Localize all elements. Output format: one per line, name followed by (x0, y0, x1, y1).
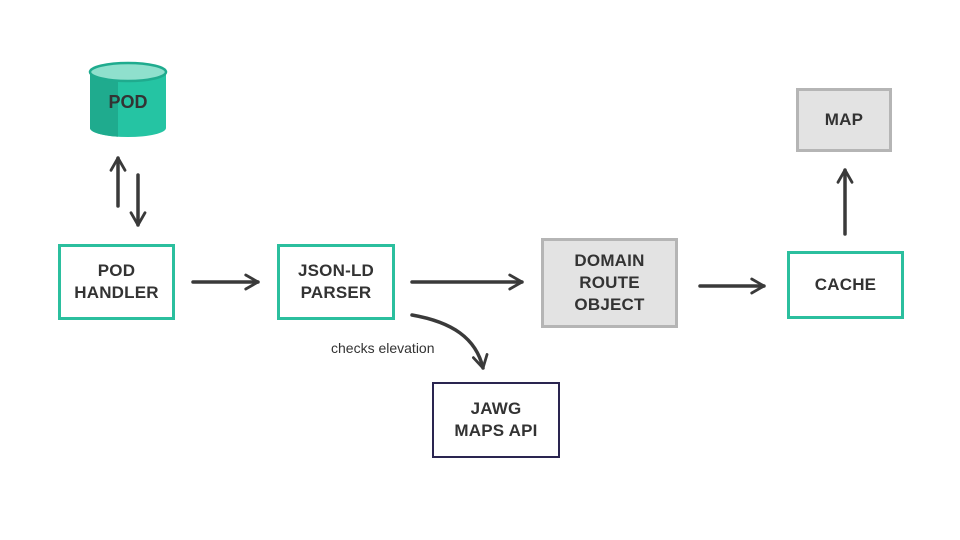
pod-database-icon (88, 61, 168, 137)
curved-arrow-icon (410, 313, 489, 370)
pod-handler-node: POD HANDLER (58, 244, 175, 320)
pod-label: POD (108, 92, 148, 112)
domain-route-object-node: DOMAIN ROUTE OBJECT (541, 238, 678, 328)
map-node: MAP (796, 88, 892, 152)
checks-elevation-label: checks elevation (331, 340, 435, 356)
cache-node: CACHE (787, 251, 904, 319)
jawg-maps-api-node: JAWG MAPS API (432, 382, 560, 458)
jsonld-parser-node: JSON-LD PARSER (277, 244, 395, 320)
